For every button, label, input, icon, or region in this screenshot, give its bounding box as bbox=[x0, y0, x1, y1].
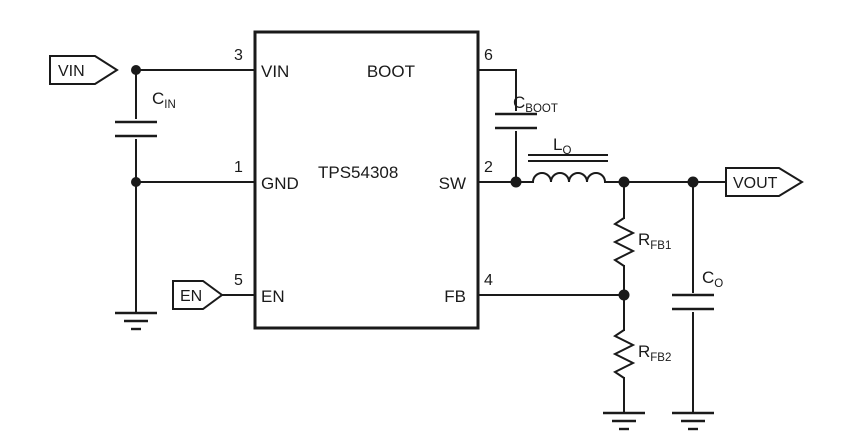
port-vout-label: VOUT bbox=[733, 175, 778, 192]
port-en-shape[interactable] bbox=[172, 280, 224, 310]
pin-label-vin: VIN bbox=[261, 62, 289, 81]
pin-number-gnd: 1 bbox=[234, 159, 243, 176]
port-vin[interactable]: VIN bbox=[49, 55, 119, 85]
rfb1-ref-label: RFB1 bbox=[638, 230, 671, 252]
port-vin-shape[interactable] bbox=[49, 55, 119, 85]
ic-tps54308: TPS54308 bbox=[253, 30, 480, 330]
cboot-ref-label: CBOOT bbox=[513, 93, 558, 115]
port-en[interactable]: EN bbox=[172, 280, 224, 310]
port-vout-shape[interactable] bbox=[725, 167, 804, 197]
pin-label-fb: FB bbox=[444, 287, 466, 306]
rfb2-ref-label: RFB2 bbox=[638, 342, 671, 364]
port-vout[interactable]: VOUT bbox=[692, 167, 804, 197]
pin-gnd: GND 1 bbox=[135, 159, 299, 193]
component-co: CO bbox=[672, 181, 723, 413]
pin-number-boot: 6 bbox=[484, 47, 493, 64]
junction-gnd-node bbox=[131, 177, 141, 187]
junction-vin-node bbox=[131, 65, 141, 75]
pin-number-fb: 4 bbox=[484, 272, 493, 289]
ground-co bbox=[672, 411, 714, 431]
ic-part-number: TPS54308 bbox=[318, 163, 398, 182]
component-cin: CIN bbox=[115, 69, 176, 183]
junction-sw-node bbox=[510, 176, 522, 188]
pin-sw: SW 2 bbox=[439, 159, 534, 193]
lo-ref-label: LO bbox=[553, 135, 571, 157]
ground-input bbox=[115, 311, 157, 331]
pin-number-vin: 3 bbox=[234, 47, 243, 64]
pin-number-en: 5 bbox=[234, 272, 243, 289]
pin-vin: VIN 3 bbox=[135, 47, 289, 81]
pin-label-gnd: GND bbox=[261, 174, 299, 193]
component-rfb1: RFB1 bbox=[612, 181, 671, 296]
pin-label-en: EN bbox=[261, 287, 285, 306]
port-vin-label: VIN bbox=[58, 63, 85, 80]
pin-boot: BOOT 6 bbox=[367, 47, 517, 111]
pin-fb: FB 4 bbox=[444, 272, 625, 306]
ic-outline bbox=[253, 30, 480, 330]
rfb2-zigzag bbox=[612, 329, 636, 379]
rfb1-zigzag bbox=[612, 217, 636, 267]
wire-boot-to-cboot bbox=[477, 69, 517, 111]
pin-label-sw: SW bbox=[439, 174, 466, 193]
component-lo: LO bbox=[528, 135, 625, 183]
ground-rfb2 bbox=[603, 411, 645, 431]
lo-coil bbox=[532, 172, 606, 183]
component-cboot: CBOOT bbox=[495, 93, 558, 183]
pin-en: EN 5 bbox=[221, 272, 285, 306]
pin-number-sw: 2 bbox=[484, 159, 493, 176]
port-en-label: EN bbox=[180, 288, 202, 305]
co-ref-label: CO bbox=[702, 268, 723, 290]
component-rfb2: RFB2 bbox=[612, 294, 671, 413]
cin-ref-label: CIN bbox=[152, 89, 176, 111]
pin-label-boot: BOOT bbox=[367, 62, 415, 81]
